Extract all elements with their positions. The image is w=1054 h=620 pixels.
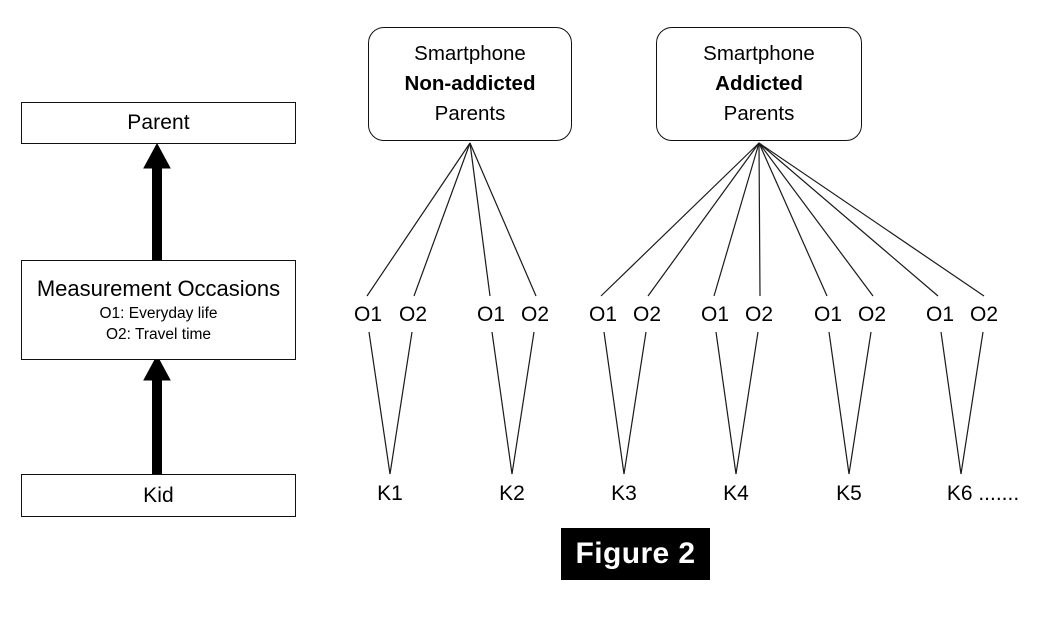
legend-box-occasions-line2: O2: Travel time	[105, 326, 212, 343]
legend-box-kid: Kid	[21, 474, 296, 517]
occasion-to-kid-edges	[368, 331, 984, 475]
occasion-label-k2-o2: O2	[520, 303, 550, 326]
edge-k3-o2-to-k3	[623, 331, 647, 475]
occasion-label-k3-o2: O2	[632, 303, 662, 326]
legend-box-parent: Parent	[21, 102, 296, 144]
group-nonaddicted-line1: Smartphone	[414, 42, 526, 65]
occasion-label-k2-o1: O1	[476, 303, 506, 326]
occasion-label-k6-o2: O2	[969, 303, 999, 326]
edge-k6-o2-to-k6	[960, 331, 984, 475]
occasion-label-k6-o1: O1	[925, 303, 955, 326]
occasion-label-k1-o1: O1	[353, 303, 383, 326]
figure-caption: Figure 2	[561, 528, 710, 580]
legend-box-measurement-occasions: Measurement Occasions O1: Everyday life …	[21, 260, 296, 360]
edge-k6-o1-to-k6	[940, 331, 962, 475]
kid-label-k5: K5	[836, 482, 862, 505]
edge-k4-o2-to-k4	[735, 331, 759, 475]
legend-arrows	[143, 142, 171, 475]
kid-label-k3: K3	[611, 482, 637, 505]
edge-nonaddicted-to-k1-o1	[366, 142, 471, 297]
edge-addicted-to-k4-o2	[758, 142, 761, 297]
arrow-up-icon-kid-to-occasions	[143, 354, 171, 475]
legend-box-parent-title: Parent	[127, 111, 190, 134]
edge-addicted-to-k3-o2	[647, 142, 760, 297]
legend-box-occasions-line1: O1: Everyday life	[99, 305, 218, 322]
occasion-label-k1-o2: O2	[398, 303, 428, 326]
edge-k1-o1-to-k1	[368, 331, 391, 475]
group-nonaddicted-fanout	[366, 142, 537, 297]
edge-addicted-to-k5-o2	[758, 142, 874, 297]
kid-label-k4: K4	[723, 482, 749, 505]
edge-k3-o1-to-k3	[603, 331, 625, 475]
edge-k1-o2-to-k1	[389, 331, 413, 475]
edge-k4-o1-to-k4	[715, 331, 737, 475]
kid-label-k6: K6 .......	[946, 482, 1020, 505]
group-box-nonaddicted-parents: Smartphone Non-addicted Parents	[368, 27, 572, 141]
group-addicted-line2: Addicted	[715, 72, 803, 95]
group-nonaddicted-line2: Non-addicted	[404, 72, 536, 95]
edge-k5-o2-to-k5	[848, 331, 872, 475]
group-addicted-line3: Parents	[723, 102, 795, 125]
edge-nonaddicted-to-k2-o2	[469, 142, 537, 297]
occasion-label-k4-o1: O1	[700, 303, 730, 326]
edge-nonaddicted-to-k2-o1	[469, 142, 491, 297]
legend-box-kid-title: Kid	[143, 483, 174, 507]
occasion-label-k3-o1: O1	[588, 303, 618, 326]
occasion-label-k4-o2: O2	[744, 303, 774, 326]
edge-k5-o1-to-k5	[828, 331, 850, 475]
kid-label-k1: K1	[377, 482, 403, 505]
group-box-addicted-parents: Smartphone Addicted Parents	[656, 27, 862, 141]
legend-box-occasions-title: Measurement Occasions	[36, 276, 281, 301]
kid-label-k2: K2	[499, 482, 525, 505]
occasion-label-k5-o2: O2	[857, 303, 887, 326]
edge-k2-o1-to-k2	[491, 331, 513, 475]
arrow-up-icon-occasions-to-parent	[143, 142, 171, 261]
occasion-label-k5-o1: O1	[813, 303, 843, 326]
edge-addicted-to-k5-o1	[758, 142, 828, 297]
edge-addicted-to-k4-o1	[713, 142, 760, 297]
edge-nonaddicted-to-k1-o2	[413, 142, 471, 297]
group-addicted-fanout	[600, 142, 985, 297]
edge-addicted-to-k6-o1	[758, 142, 939, 297]
group-nonaddicted-line3: Parents	[434, 102, 506, 125]
group-addicted-line1: Smartphone	[703, 42, 815, 65]
edge-k2-o2-to-k2	[511, 331, 535, 475]
edge-addicted-to-k3-o1	[600, 142, 760, 297]
edge-addicted-to-k6-o2	[758, 142, 985, 297]
